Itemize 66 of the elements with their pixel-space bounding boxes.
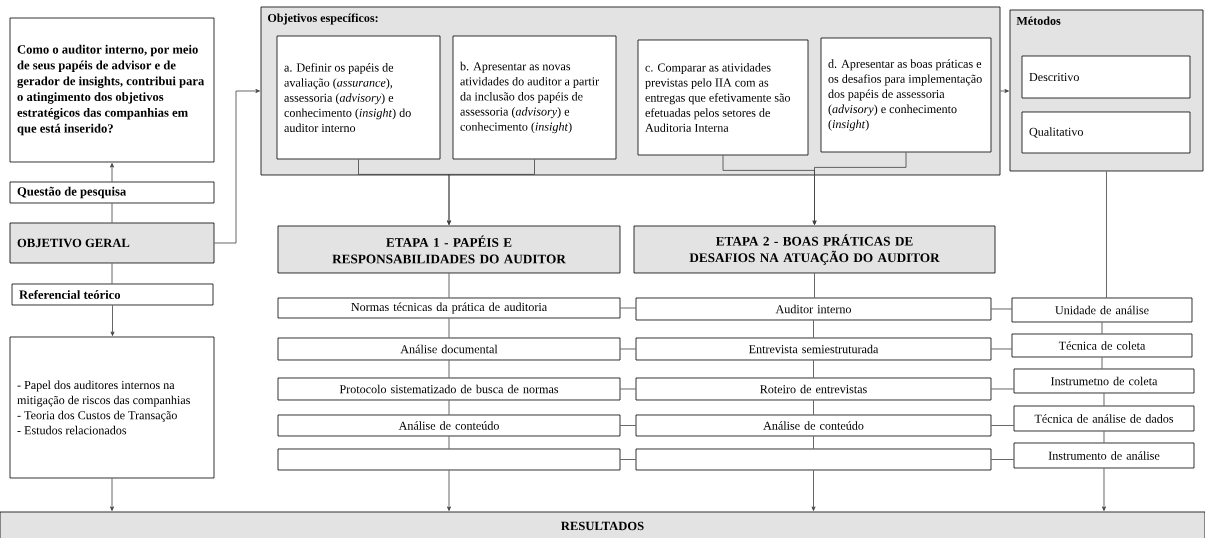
connector-line: [620, 307, 636, 309]
step-box: Técnica de análise de dados: [1013, 405, 1195, 432]
stage-box: ETAPA 1 - PAPÉIS E RESPONSABILIDADES DO AUDITOR: [277, 225, 621, 274]
step-box: Normas técnicas da prática de auditoria: [277, 297, 621, 319]
step-box: Roteiro de entrevistas: [635, 377, 992, 401]
connector-line: [991, 459, 1014, 460]
connector-line: [813, 400, 814, 415]
connector-line: [1101, 357, 1103, 369]
step-box: Instrumento de análise: [1013, 442, 1195, 469]
connector-line: [448, 273, 450, 298]
arrow: [110, 478, 114, 511]
stage-box: ETAPA 2 - BOAS PRÁTICAS DE DESAFIOS NA ATUAÇÃO DO AUDITOR: [633, 225, 996, 274]
label-box: Questão de pesquisa: [9, 181, 215, 204]
results-bar: RESULTADOS: [0, 511, 1205, 538]
connector-line: [620, 459, 636, 460]
label-box: Referencial teórico: [11, 283, 214, 306]
step-box: Protocolo sistematizado de busca de normas: [277, 377, 621, 401]
step-box: Instrumetno de coleta: [1013, 368, 1195, 394]
connector-line: [1103, 393, 1105, 406]
connector-line: [448, 318, 450, 338]
empty-box: [277, 448, 621, 471]
connector-line: [1106, 171, 1107, 298]
connector-line: [111, 203, 113, 223]
arrow: [214, 89, 260, 244]
arrow: [812, 152, 907, 225]
connector-line: [1101, 322, 1103, 334]
connector-line: [813, 360, 814, 378]
method-box: Qualitativo: [1021, 111, 1191, 154]
step-box: Técnica de coleta: [1011, 333, 1193, 358]
question-box: Como o auditor interno, por meio de seus papéis de advisor e de gerador de insights, contribui para o atingimento dos objetivos estratégicos das companhias em que está inserido?: [9, 17, 215, 163]
step-box: Auditor interno: [635, 297, 992, 321]
connector-line: [620, 425, 636, 426]
arrow: [110, 305, 115, 336]
text-box: - Papel dos auditores internos na mitigação de riscos das companhias - Teoria dos Custos de Transação - Estudos relacionados: [9, 336, 215, 479]
connector-line: [448, 360, 450, 378]
arrow: [1000, 89, 1009, 93]
connector-line: [991, 308, 1012, 310]
connector-line: [620, 388, 636, 390]
arrow: [811, 470, 816, 511]
connector-line: [448, 400, 450, 415]
arrow: [1102, 468, 1106, 511]
connector-line: [111, 263, 113, 284]
step-box: Análise de conteúdo: [635, 414, 992, 437]
connector-line: [448, 436, 450, 449]
arrow: [447, 470, 451, 511]
objective-box: d. Apresentar as boas práticas e os desafios para implementação dos papéis de assessoria (advisory) e conhecimento (insight): [820, 37, 992, 153]
connector-line: [813, 436, 814, 449]
step-box: Unidade de análise: [1011, 297, 1193, 323]
objective-box: c. Comparar as atividades previstas pelo IIA com as entregas que efetivamente são efetuadas pelos setores de Auditoria Interna: [637, 39, 809, 156]
method-box: Descritivo: [1021, 55, 1191, 99]
objective-box: b. Apresentar as novas atividades do auditor a partir da inclusão dos papéis de assessoria (advisory) e conhecimento (insight): [452, 35, 617, 160]
connector-line: [991, 348, 1012, 350]
connector-line: [991, 388, 1014, 390]
connector-line: [991, 425, 1014, 426]
connector-line: [1103, 431, 1105, 443]
objective-box: OBJETIVO GERAL: [9, 222, 215, 264]
empty-box: [635, 448, 992, 471]
objective-box: a. Definir os papéis de avaliação (assurance), assessoria (advisory) e conhecimento (insight) do auditor interno: [276, 35, 441, 160]
connector-line: [620, 348, 636, 350]
arrow: [447, 159, 535, 225]
step-box: Entrevista semiestruturada: [635, 337, 992, 361]
connector-line: [814, 273, 815, 298]
step-box: Análise de conteúdo: [277, 414, 621, 437]
step-box: Análise documental: [277, 337, 621, 361]
connector-line: [813, 320, 814, 338]
arrow: [110, 163, 114, 182]
